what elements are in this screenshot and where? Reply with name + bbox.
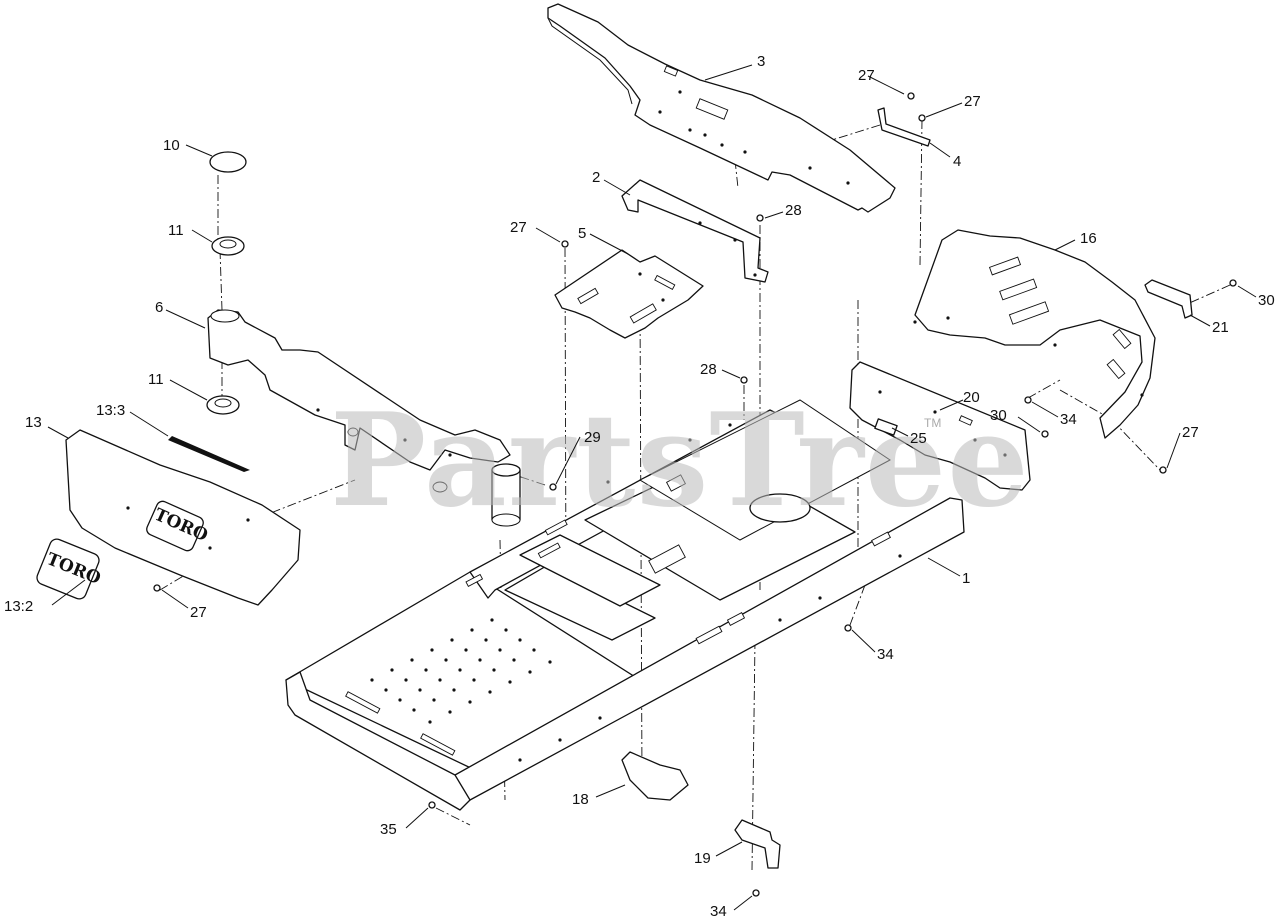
- callout-30-right: 30: [1258, 292, 1275, 309]
- part-3-plate: [547, 3, 896, 213]
- callout-10: 10: [163, 137, 180, 154]
- callout-11-lower: 11: [148, 371, 164, 388]
- callout-28-upper: 28: [785, 202, 802, 219]
- floor-hole-grid: [370, 618, 552, 724]
- part-5-plate: [554, 249, 704, 339]
- callout-1: 1: [962, 570, 970, 587]
- callout-28-lower: 28: [700, 361, 717, 378]
- callout-16: 16: [1080, 230, 1097, 247]
- part-11-bearing-lower: [206, 395, 240, 415]
- callout-27-left: 27: [190, 604, 207, 621]
- callout-21: 21: [1212, 319, 1229, 336]
- leader-lines: [47, 64, 1257, 911]
- callout-34-upper: 34: [1060, 411, 1077, 428]
- callout-6: 6: [155, 299, 163, 316]
- callout-2: 2: [592, 169, 600, 186]
- part-6-arm: [207, 309, 511, 493]
- callout-27-mid: 27: [510, 219, 527, 236]
- part-10-cap: [209, 151, 247, 173]
- part-21-bracket: [1144, 279, 1193, 319]
- part-1-main-frame: [285, 399, 965, 811]
- watermark-text: PartsTree: [330, 386, 1030, 536]
- part-25-clip: [874, 418, 898, 436]
- callout-11-upper: 11: [168, 222, 184, 239]
- callout-27-top: 27: [858, 67, 875, 84]
- fasteners: [153, 92, 1237, 897]
- callout-34-mid: 34: [877, 646, 894, 663]
- callout-19: 19: [694, 850, 711, 867]
- center-pivot-post: [491, 463, 521, 527]
- callout-18: 18: [572, 791, 589, 808]
- callout-4: 4: [953, 153, 961, 170]
- callout-29: 29: [584, 429, 601, 446]
- callout-13-3: 13:3: [96, 402, 125, 419]
- part-2-bracket: [621, 179, 769, 283]
- watermark-tm: TM: [924, 416, 941, 430]
- callout-13-2: 13:2: [4, 598, 33, 615]
- part-13-shroud: TORO: [65, 429, 301, 606]
- callout-35: 35: [380, 821, 397, 838]
- callout-numbers: 3 27 27 4 10 2 28 27 5 16 11 30 6 21 28 …: [4, 53, 1275, 920]
- callout-13: 13: [25, 414, 42, 431]
- part-18-bracket: [621, 751, 689, 801]
- part-11-bearing-upper: [211, 236, 245, 256]
- part-4-bracket: [877, 107, 931, 147]
- part-13-3-decal: [168, 436, 250, 472]
- part-16-seat-pan: [913, 229, 1156, 439]
- callout-27-upper: 27: [964, 93, 981, 110]
- callout-27-right: 27: [1182, 424, 1199, 441]
- part-19-bracket: [734, 819, 781, 869]
- callout-3: 3: [757, 53, 765, 70]
- callout-34-lower: 34: [710, 903, 727, 920]
- callout-25: 25: [910, 430, 927, 447]
- callout-30-mid: 30: [990, 407, 1007, 424]
- callout-20: 20: [963, 389, 980, 406]
- callout-5: 5: [578, 225, 586, 242]
- part-20-panel: [849, 361, 1031, 491]
- part-13-2-decal: TORO: [36, 538, 104, 600]
